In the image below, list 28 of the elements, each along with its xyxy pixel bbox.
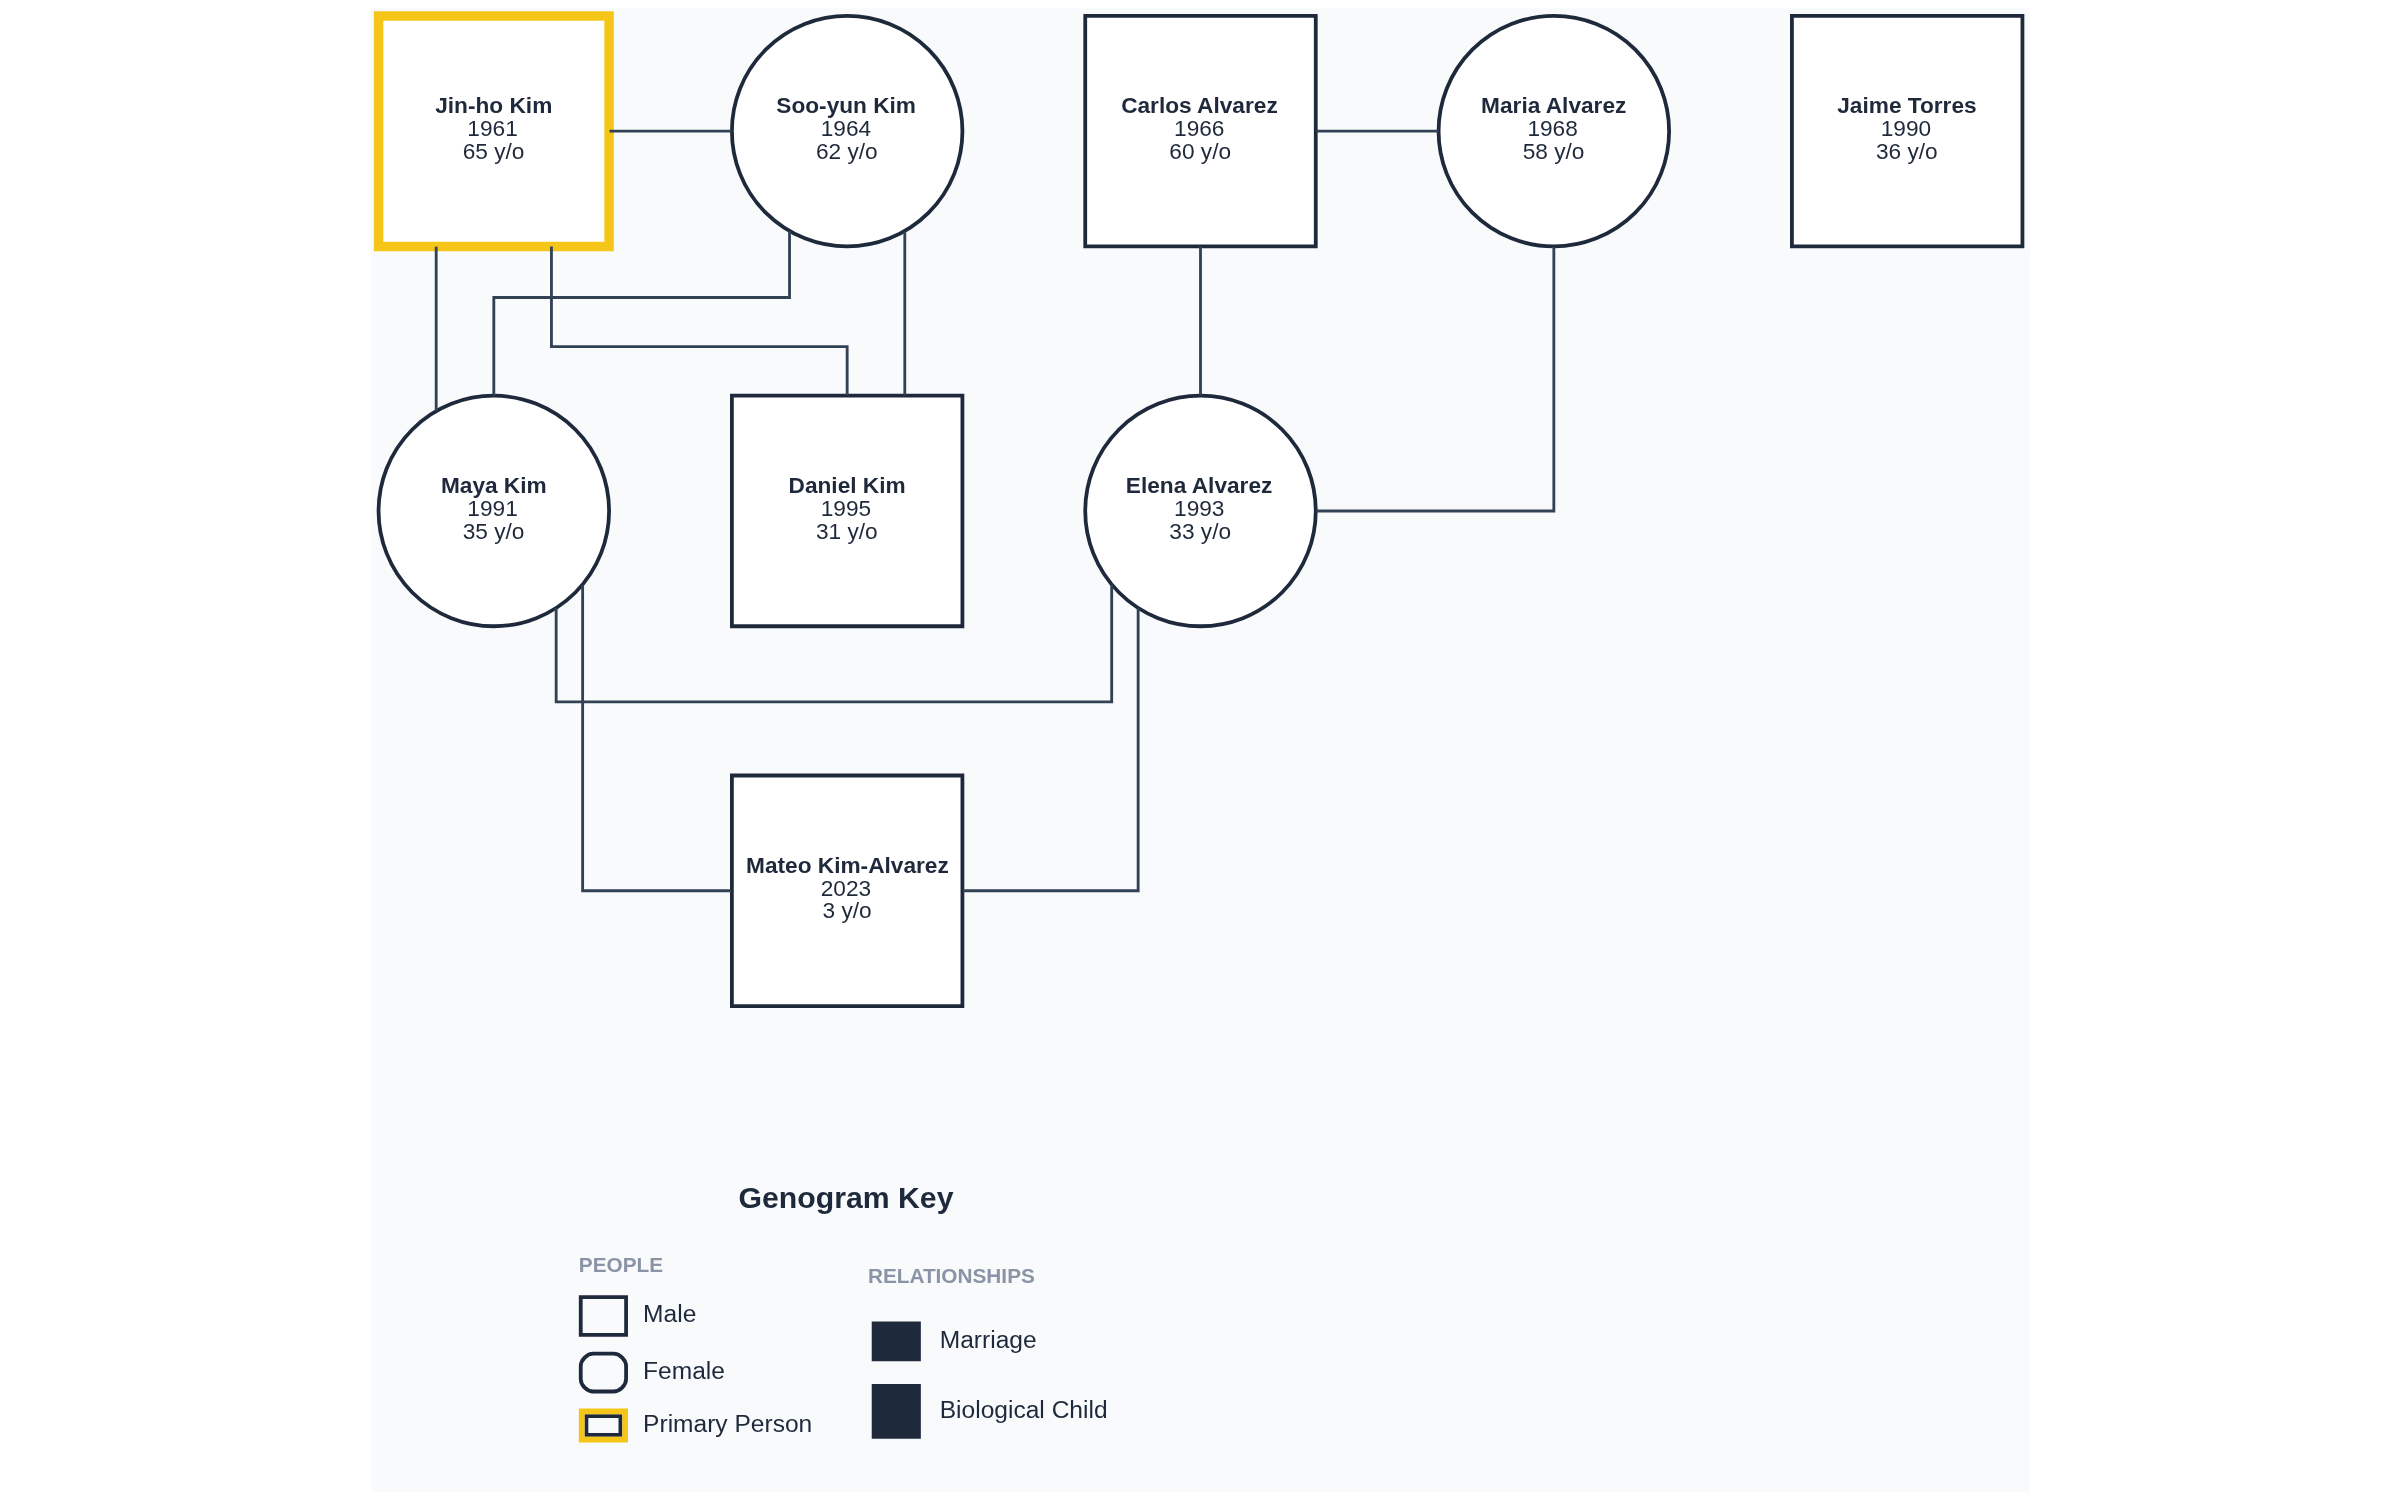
label: RELATIONSHIPS — [867, 1264, 1035, 1288]
node-box: Daniel Kim 1995 31 y/o — [729, 393, 964, 629]
legend-label: Primary Person — [642, 1409, 812, 1437]
connector — [962, 608, 1140, 893]
node-box: Jin-ho Kim 1961 65 y/o — [373, 11, 614, 252]
legend-label: Male — [642, 1300, 696, 1328]
connector — [434, 246, 438, 411]
node-box: Jaime Torres 1990 36 y/o — [1789, 14, 2024, 249]
connector — [491, 231, 791, 396]
node-box: Mateo Kim-Alvarez 2023 3 y/o — [729, 773, 964, 1008]
label: PEOPLE — [578, 1253, 663, 1277]
connector — [1315, 129, 1438, 133]
node-box: Carlos Alvarez 1966 60 y/o — [1082, 14, 1318, 249]
connector — [609, 129, 732, 133]
node-circle: Soo-yun Kim 1964 62 y/o — [729, 14, 964, 249]
node-circle: Maya Kim 1991 35 y/o — [376, 393, 611, 629]
connector — [549, 246, 849, 395]
legend-label: Female — [642, 1357, 725, 1385]
legend-label: Biological Child — [939, 1395, 1108, 1423]
connector — [554, 584, 1113, 704]
node-circle: Maria Alvarez 1968 58 y/o — [1436, 14, 1671, 249]
node-circle: Elena Alvarez 1993 33 y/o — [1082, 393, 1318, 629]
connector — [580, 585, 731, 893]
label: Genogram Key — [738, 1180, 953, 1214]
connector — [1315, 246, 1555, 513]
connector — [1198, 246, 1202, 396]
connector — [902, 231, 906, 396]
legend-label: Marriage — [939, 1325, 1037, 1353]
